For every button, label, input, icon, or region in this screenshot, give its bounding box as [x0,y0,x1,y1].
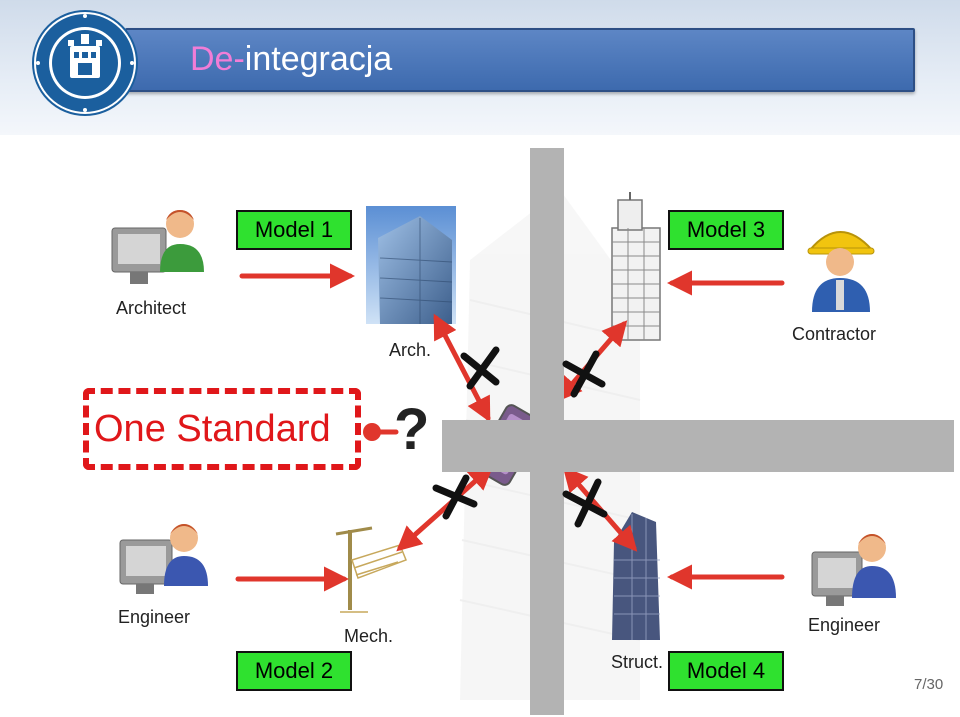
architect-label: Architect [116,298,187,318]
page-number: 7/30 [914,676,944,693]
engineer-right-person-icon [811,534,896,606]
slide-title: De-integracja [190,40,392,79]
one-standard-label: One Standard [94,408,331,450]
x-mark-arch-icon [460,346,500,390]
contractor-person-icon [807,231,875,312]
university-logo-icon [32,10,138,116]
title-bar [125,28,915,92]
mechanical-model-image [335,526,407,613]
title-rest: integracja [244,40,393,78]
contractor-building-image [611,192,661,341]
horizontal-barrier [442,420,954,472]
architect-person-icon [111,210,204,284]
x-mark-struct-icon [562,478,608,528]
x-mark-contractor-icon [562,350,606,398]
standard-connector-dot [363,423,381,441]
mech-building-label: Mech. [344,626,394,646]
mech-link-arrow [396,464,494,552]
model-4-label: Model 4 [668,651,784,691]
contractor-label: Contractor [792,324,877,344]
broken-link-marks [432,346,608,528]
engineer-right-label: Engineer [808,615,881,635]
one-standard-box [83,388,361,470]
x-mark-mech-icon [432,474,478,520]
model-1-label: Model 1 [236,210,352,250]
engineer-left-label: Engineer [118,607,191,627]
model-3-label: Model 3 [668,210,784,250]
struct-building-label: Struct. [611,652,664,672]
arch-building-image [366,206,456,324]
engineer-left-person-icon [119,524,208,594]
arch-link-arrow [433,313,491,423]
arch-building-label: Arch. [389,340,432,360]
question-mark: ? [394,397,430,462]
model-2-label: Model 2 [236,651,352,691]
title-prefix: De- [190,40,245,78]
